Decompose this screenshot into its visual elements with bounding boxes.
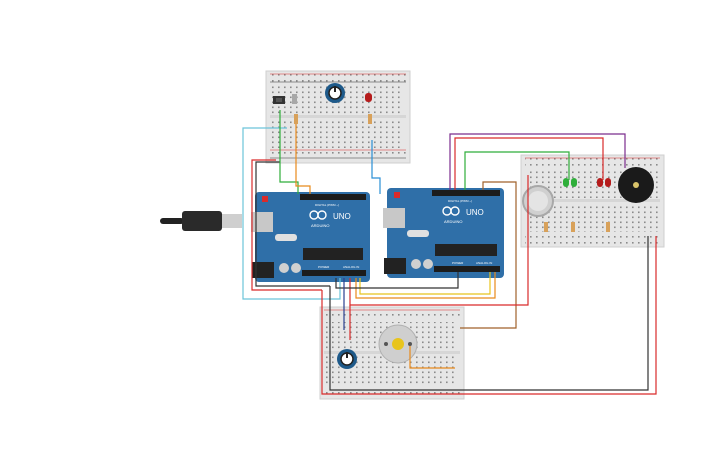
wire-black-top [255, 161, 330, 287]
wire-yellow [359, 272, 491, 295]
arduino-left-brand: ARDUINO [311, 223, 329, 228]
arduino-right-model: UNO [466, 208, 484, 217]
resistor-top-1 [292, 94, 297, 104]
arduino-left: UNO ARDUINO DIGITAL (PWM ~) POWER ANALOG… [251, 192, 370, 282]
resistor-right-1 [544, 222, 548, 232]
arduino-left-power-label: POWER [318, 265, 330, 269]
wire-orange-motor [409, 346, 455, 369]
wire-red-right [454, 137, 604, 190]
dc-motor-icon [378, 324, 418, 364]
green-leds [563, 178, 577, 187]
resistor-top-2 [294, 114, 298, 124]
arduino-right-brand: ARDUINO [444, 219, 462, 224]
wire-brown-right [460, 181, 517, 329]
arduino-left-model: UNO [333, 212, 351, 221]
piezo-buzzer-icon [618, 167, 654, 203]
wire-green-top [279, 110, 299, 194]
wire-green-right [464, 151, 570, 190]
red-leds [597, 178, 611, 187]
arduino-right: UNO ARDUINO DIGITAL (PWM ~) POWER ANALOG… [383, 188, 504, 278]
wire-red-bottom [321, 236, 657, 395]
red-led-top [365, 93, 372, 102]
wire-black-mid [335, 272, 459, 289]
wires [242, 110, 657, 395]
wire-blue-top [371, 140, 381, 194]
arduino-right-digital-label: DIGITAL (PWM ~) [448, 199, 472, 203]
arduino-left-analog-label: ANALOG IN [343, 265, 359, 269]
pushbutton [273, 96, 285, 104]
wire-orange-top [295, 124, 311, 194]
arduino-right-analog-label: ANALOG IN [476, 261, 492, 265]
gas-sensor-icon [522, 185, 554, 217]
wire-purple-right [449, 133, 626, 190]
wire-red-right-power [349, 175, 529, 306]
wire-black-bottom [329, 236, 649, 391]
resistor-right-3 [606, 222, 610, 232]
resistor-top-3 [368, 114, 372, 124]
wire-red-top [251, 159, 322, 291]
resistor-right-2 [571, 222, 575, 232]
wire-lightblue-top [242, 127, 341, 300]
arduino-left-digital-label: DIGITAL (PWM ~) [315, 203, 339, 207]
potentiometer-icon [325, 83, 345, 103]
arduino-right-power-label: POWER [452, 261, 464, 265]
potentiometer-bottom-icon [337, 349, 357, 369]
usb-cable-icon [160, 211, 242, 231]
